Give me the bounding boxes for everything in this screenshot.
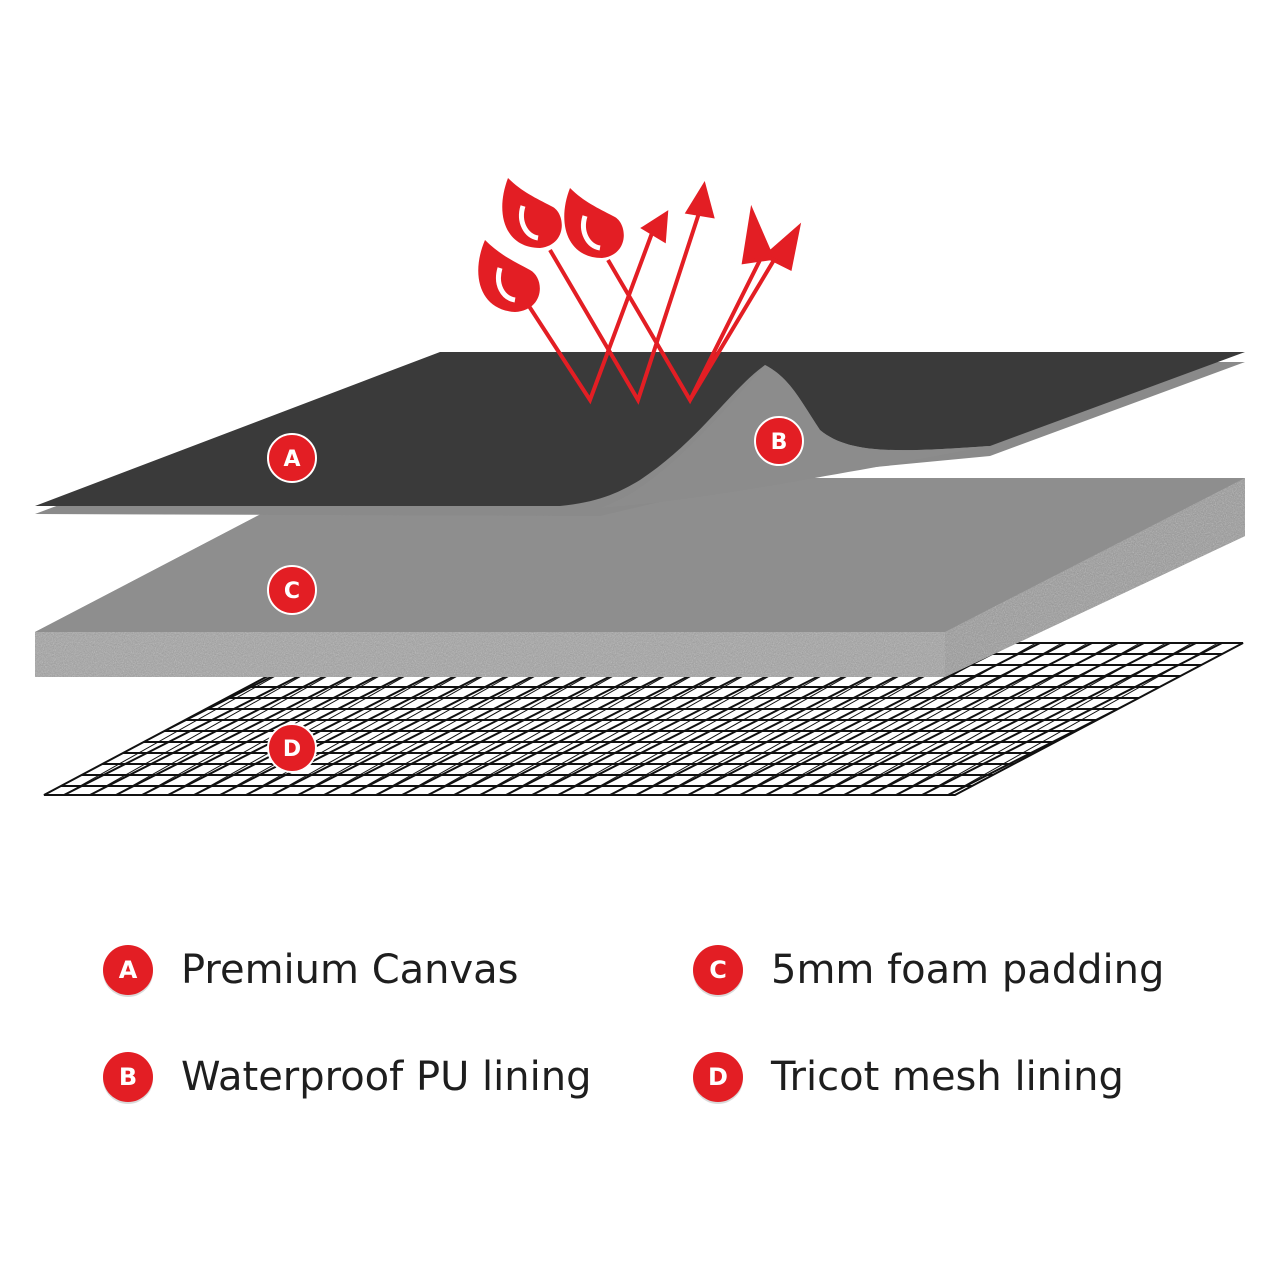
legend-item-a: A Premium Canvas <box>103 942 519 998</box>
legend-badge: D <box>693 1052 743 1102</box>
mesh-diag-line <box>1233 643 1243 795</box>
mesh-diag-line <box>1207 643 1243 795</box>
legend-item-d: D Tricot mesh lining <box>693 1049 1124 1105</box>
deflect-arrow-icon <box>523 210 669 405</box>
mesh-diag-line <box>1207 643 1243 795</box>
mesh-diag-line <box>0 643 26 795</box>
mesh-diag-line <box>1260 643 1280 795</box>
water-drop-icon <box>564 188 624 258</box>
mesh-diag-line <box>791 643 1063 795</box>
mesh-diag-line <box>739 643 1011 795</box>
mesh-diag-line <box>843 643 1115 795</box>
mesh-diag-line <box>817 643 1089 795</box>
legend-badge: B <box>103 1052 153 1102</box>
legend-label: Tricot mesh lining <box>771 1054 1124 1100</box>
marker-a: A <box>267 433 317 483</box>
mesh-diag-line <box>921 643 1193 795</box>
mesh-diag-line <box>1260 643 1280 795</box>
water-drop-icon <box>502 178 562 248</box>
layer-diagram: A B C D <box>0 178 1280 796</box>
marker-c-label: C <box>284 579 300 604</box>
mesh-diag-line <box>895 643 1167 795</box>
marker-d: D <box>267 723 317 773</box>
mesh-diag-line <box>0 643 22 795</box>
deflect-arrow-icon <box>548 180 715 405</box>
mesh-diag-line <box>1233 643 1243 795</box>
mesh-diag-line <box>947 643 1219 795</box>
legend-item-b: B Waterproof PU lining <box>103 1049 592 1105</box>
mesh-diag-line <box>869 643 1141 795</box>
legend-label: Premium Canvas <box>181 947 519 993</box>
marker-b: B <box>754 416 804 466</box>
legend-badge: C <box>693 945 743 995</box>
legend-badge: A <box>103 945 153 995</box>
legend-label: 5mm foam padding <box>771 947 1165 993</box>
marker-c: C <box>267 565 317 615</box>
deflect-arrow-icon <box>688 222 802 402</box>
foam-layer <box>35 478 1245 677</box>
marker-b-label: B <box>771 430 788 455</box>
marker-a-label: A <box>283 447 300 472</box>
mesh-diag-line <box>765 643 1037 795</box>
water-repel-graphic <box>523 180 802 405</box>
water-drop-icon <box>478 240 540 312</box>
legend-item-c: C 5mm foam padding <box>693 942 1164 998</box>
legend-label: Waterproof PU lining <box>181 1054 592 1100</box>
marker-d-label: D <box>283 737 301 762</box>
